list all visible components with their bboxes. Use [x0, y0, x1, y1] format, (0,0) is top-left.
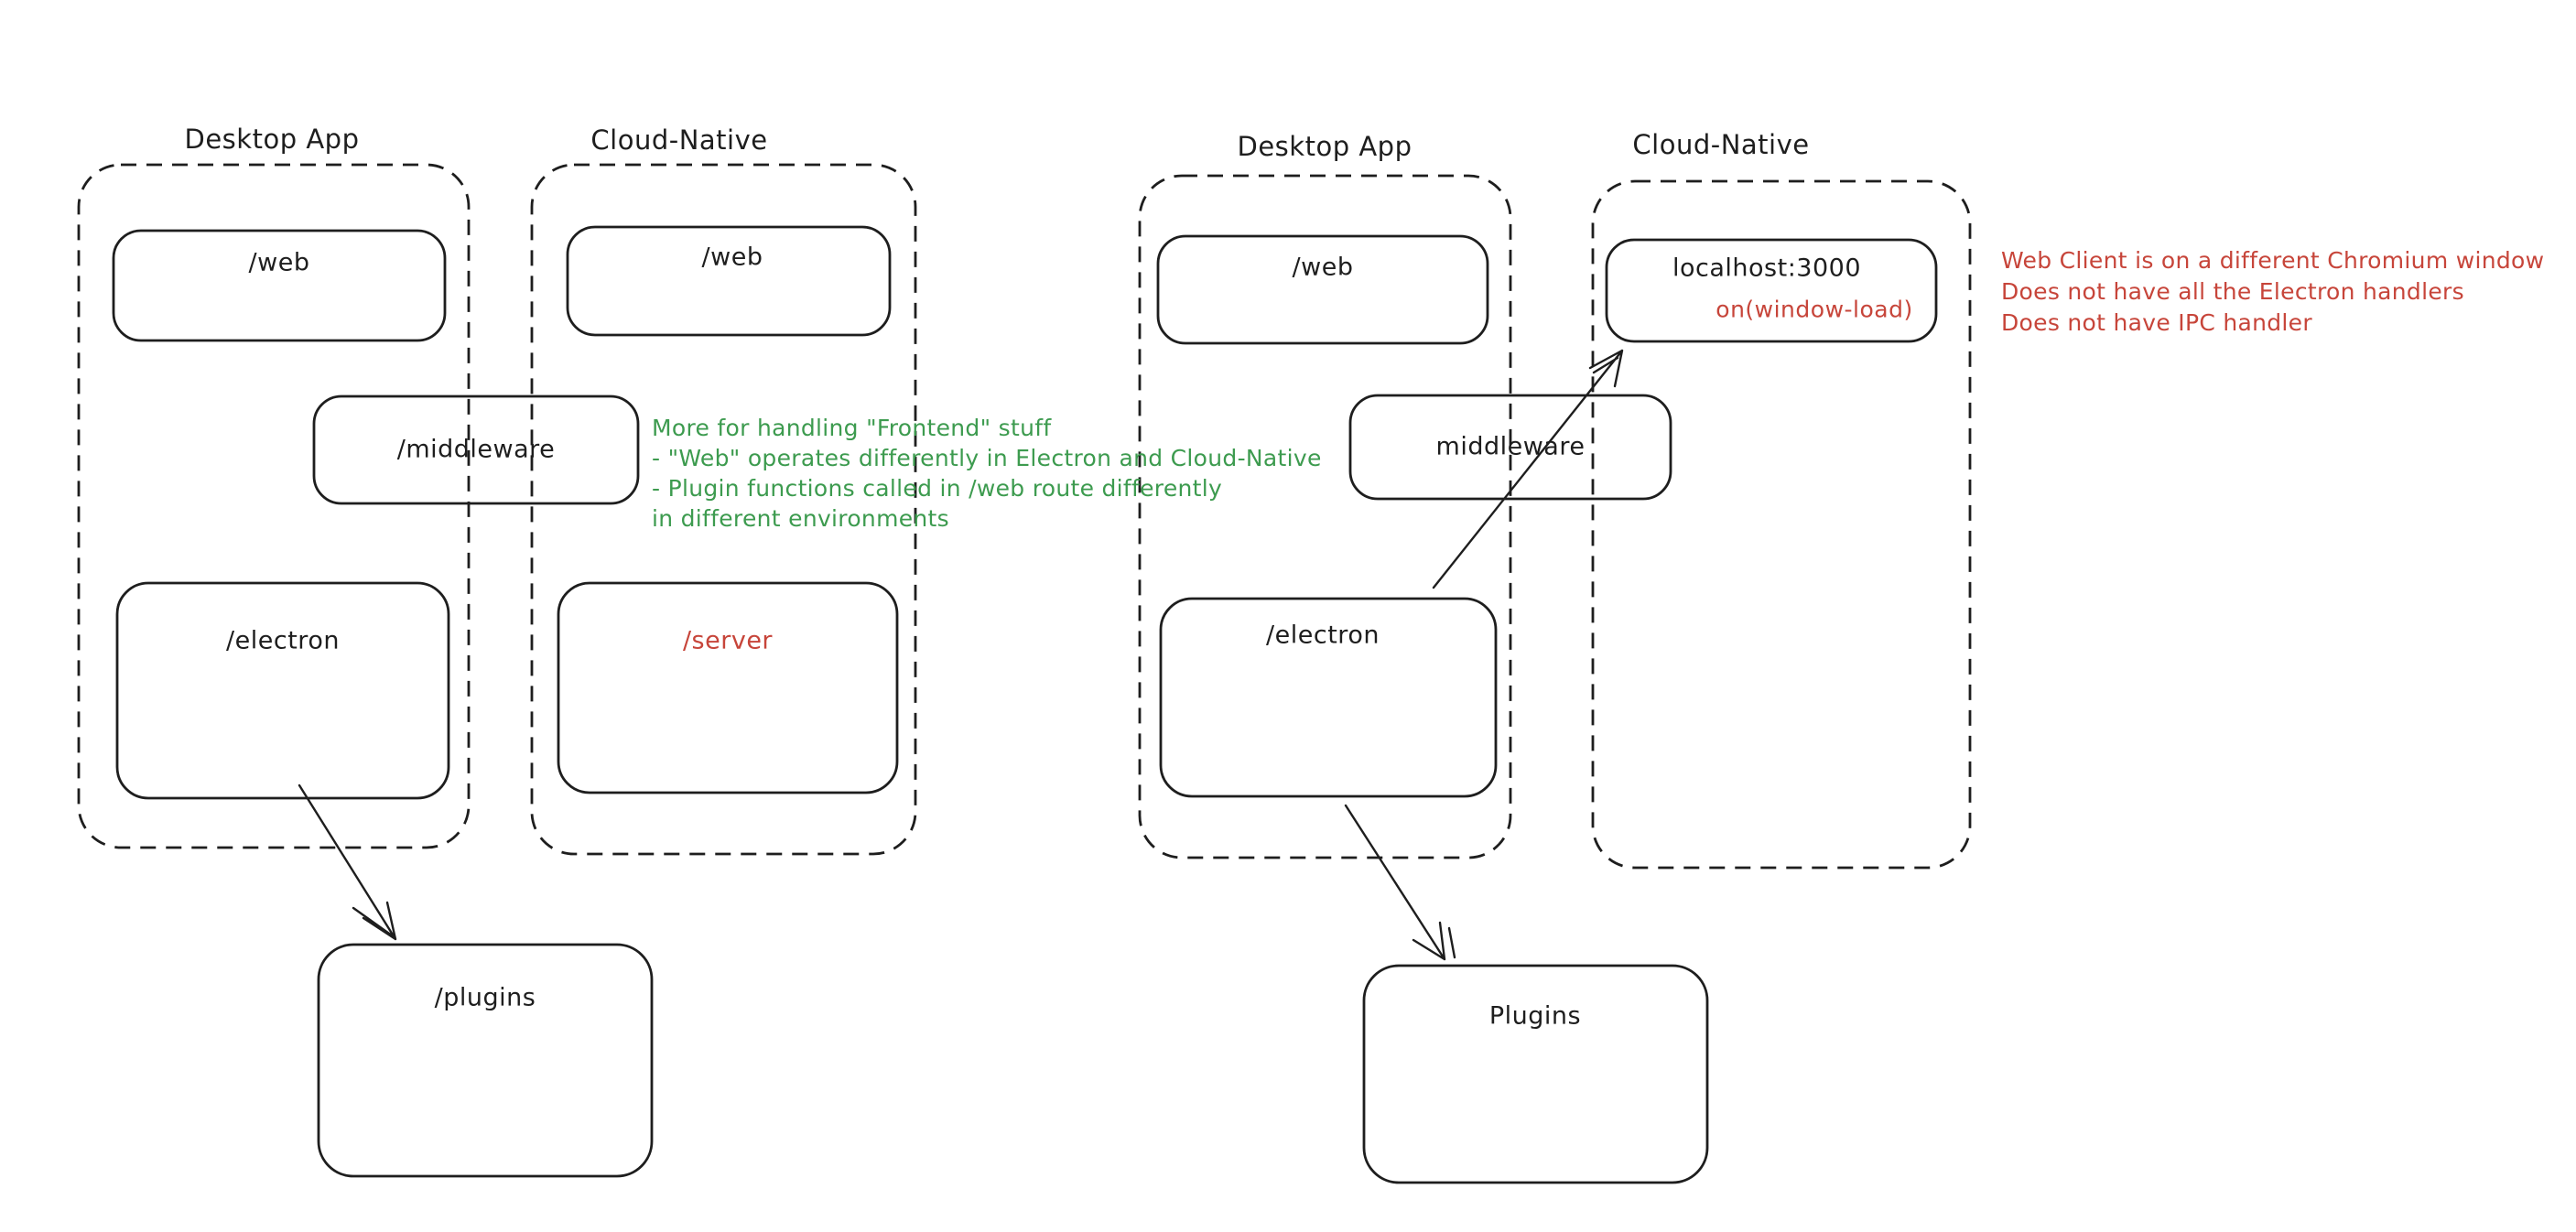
green-note-line-3: - Plugin functions called in /web route …: [652, 475, 1223, 502]
left-middleware-box: [312, 394, 640, 505]
right-middleware-label: middleware: [1435, 432, 1586, 461]
red-note-line-3: Does not have IPC handler: [2001, 309, 2312, 336]
left-desktop-app-title: Desktop App: [184, 124, 360, 155]
left-cloud-native-title: Cloud-Native: [590, 124, 768, 156]
right-desktop-app-title: Desktop App: [1237, 131, 1412, 162]
right-localhost-label: localhost:3000: [1672, 254, 1862, 283]
left-server-box: [557, 581, 899, 794]
green-note-line-4: in different environments: [652, 505, 949, 532]
right-web-box: [1156, 234, 1489, 345]
right-middleware-box: [1348, 394, 1672, 501]
arrow-right-electron-to-plugins: [1344, 804, 1456, 961]
right-localhost-box: [1605, 238, 1938, 343]
red-note: Web Client is on a different Chromium wi…: [2001, 245, 2544, 339]
left-electron-label: /electron: [226, 626, 340, 655]
left-web-cloud-box: [566, 225, 892, 337]
right-cloud-native-title: Cloud-Native: [1632, 129, 1810, 160]
green-note-line-2: - "Web" operates differently in Electron…: [652, 445, 1322, 471]
right-web-label: /web: [1292, 253, 1354, 282]
right-window-load-label: on(window-load): [1716, 296, 1913, 323]
left-middleware-label: /middleware: [396, 435, 556, 464]
right-cloud-native-container: [1591, 179, 1972, 870]
left-plugins-box: [317, 943, 654, 1178]
red-note-line-2: Does not have all the Electron handlers: [2001, 278, 2464, 305]
right-plugins-box: [1362, 964, 1709, 1184]
right-plugins-label: Plugins: [1488, 1001, 1582, 1031]
right-electron-box: [1159, 597, 1498, 798]
red-note-line-1: Web Client is on a different Chromium wi…: [2001, 247, 2545, 274]
left-web-desktop-label: /web: [248, 248, 310, 277]
left-web-desktop-box: [112, 229, 447, 342]
right-electron-label: /electron: [1266, 621, 1380, 650]
right-desktop-app-container: [1138, 174, 1512, 859]
left-electron-box: [115, 581, 450, 800]
left-server-label: /server: [682, 626, 774, 655]
green-note: More for handling "Frontend" stuff - "We…: [652, 413, 1322, 534]
arrow-right-electron-to-localhost: [1432, 349, 1624, 589]
green-note-line-1: More for handling "Frontend" stuff: [652, 415, 1052, 441]
arrow-left-electron-to-plugins: [298, 784, 397, 941]
left-plugins-label: /plugins: [434, 983, 536, 1012]
left-cloud-native-container: [530, 163, 917, 856]
left-web-cloud-label: /web: [701, 243, 763, 272]
left-desktop-app-container: [77, 163, 471, 849]
